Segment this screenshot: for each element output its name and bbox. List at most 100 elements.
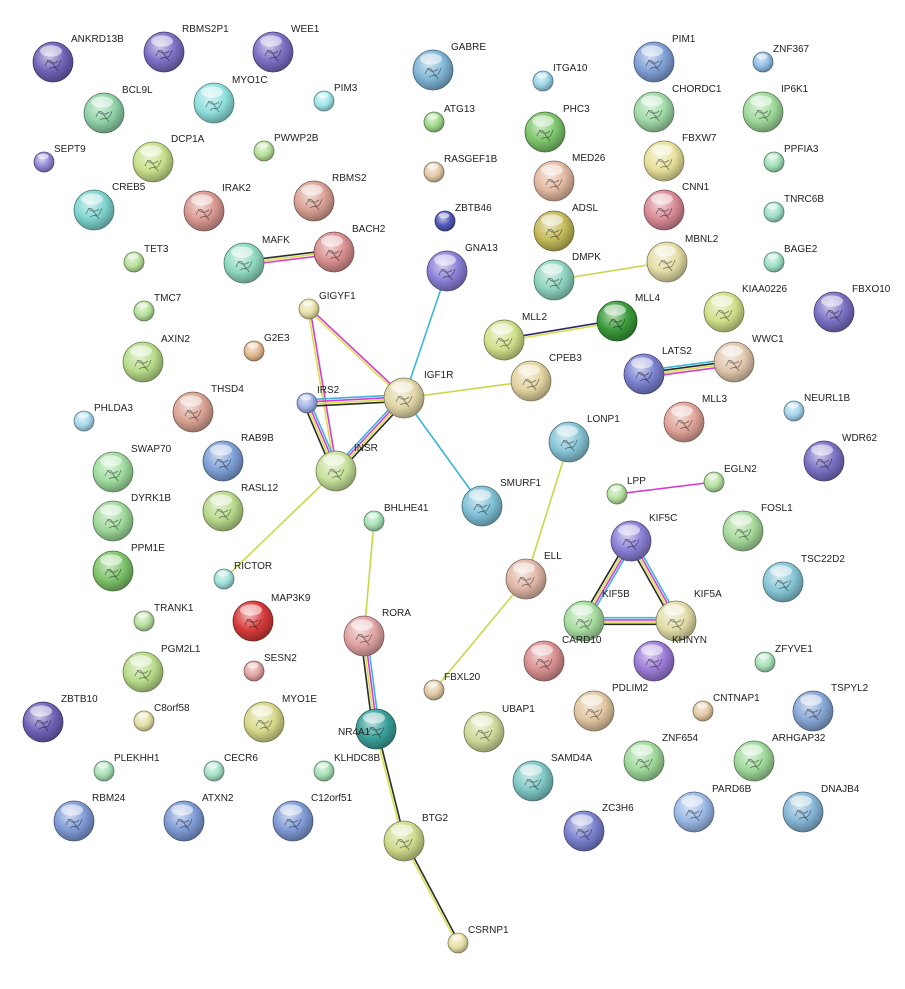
- node-kif5b[interactable]: KIF5B: [563, 589, 630, 642]
- node-cecr6[interactable]: CECR6: [203, 753, 258, 782]
- node-fbxo10[interactable]: FBXO10: [813, 284, 891, 333]
- node-igf1r[interactable]: IGF1R: [383, 370, 453, 419]
- node-cpeb3[interactable]: CPEB3: [510, 353, 582, 402]
- edge-lpp-egln2[interactable]: [616, 481, 715, 495]
- node-pim3[interactable]: PIM3: [313, 83, 358, 112]
- node-kif5a[interactable]: KIF5A: [655, 589, 722, 642]
- node-card10[interactable]: CARD10: [523, 635, 602, 682]
- node-trank1[interactable]: TRANK1: [133, 603, 194, 632]
- edge-ell-fbxl20[interactable]: [433, 578, 527, 691]
- node-ell[interactable]: ELL: [505, 551, 562, 600]
- node-ppm1e[interactable]: PPM1E: [92, 543, 165, 592]
- edge-gigyf1-igf1r[interactable]: [307, 307, 406, 400]
- node-ankrd13b[interactable]: ANKRD13B: [32, 34, 124, 83]
- node-tet3[interactable]: TET3: [123, 244, 169, 273]
- node-nr4a1[interactable]: NR4A1: [338, 708, 397, 750]
- node-pdlim2[interactable]: PDLIM2: [573, 683, 649, 732]
- node-axin2[interactable]: AXIN2: [122, 334, 190, 383]
- node-mbnl2[interactable]: MBNL2: [646, 234, 719, 283]
- node-cnn1[interactable]: CNN1: [643, 182, 710, 231]
- node-khnyn[interactable]: KHNYN: [633, 635, 707, 682]
- node-dnajb4[interactable]: DNAJB4: [782, 784, 860, 833]
- node-znf367[interactable]: ZNF367: [752, 44, 810, 73]
- node-insr[interactable]: INSR: [315, 443, 378, 492]
- node-c8orf58[interactable]: C8orf58: [133, 703, 190, 732]
- node-lats2[interactable]: LATS2: [623, 346, 692, 395]
- node-g2e3[interactable]: G2E3: [243, 333, 290, 362]
- node-tmc7[interactable]: TMC7: [133, 293, 182, 322]
- node-atxn2[interactable]: ATXN2: [163, 793, 234, 842]
- node-bcl9l[interactable]: BCL9L: [83, 85, 153, 134]
- node-fosl1[interactable]: FOSL1: [722, 503, 793, 552]
- node-zbtb10[interactable]: ZBTB10: [22, 694, 98, 743]
- node-zc3h6[interactable]: ZC3H6: [563, 803, 634, 852]
- edge-gigyf1-insr[interactable]: [307, 308, 338, 472]
- node-egln2[interactable]: EGLN2: [703, 464, 757, 493]
- node-fbxw7[interactable]: FBXW7: [643, 133, 717, 182]
- node-mll3[interactable]: MLL3: [663, 394, 727, 443]
- node-mafk[interactable]: MAFK: [223, 235, 290, 284]
- node-irs2[interactable]: IRS2: [296, 385, 340, 414]
- node-dyrk1b[interactable]: DYRK1B: [92, 493, 171, 542]
- node-pim1[interactable]: PIM1: [633, 34, 696, 83]
- node-kiaa0226[interactable]: KIAA0226: [703, 284, 787, 333]
- node-c12orf51[interactable]: C12orf51: [272, 793, 353, 842]
- node-swap70[interactable]: SWAP70: [92, 444, 172, 493]
- node-wwc1[interactable]: WWC1: [713, 334, 784, 383]
- node-arhgap32[interactable]: ARHGAP32: [733, 733, 826, 782]
- edge-gna13-igf1r[interactable]: [403, 270, 448, 399]
- node-dcp1a[interactable]: DCP1A: [132, 134, 205, 183]
- node-med26[interactable]: MED26: [533, 153, 606, 202]
- node-plekhh1[interactable]: PLEKHH1: [93, 753, 160, 782]
- node-dmpk[interactable]: DMPK: [533, 252, 601, 301]
- node-rictor[interactable]: RICTOR: [213, 561, 272, 590]
- node-sesn2[interactable]: SESN2: [243, 653, 297, 682]
- node-btg2[interactable]: BTG2: [383, 813, 449, 862]
- node-ubap1[interactable]: UBAP1: [463, 704, 535, 753]
- node-gigyf1[interactable]: GIGYF1: [298, 291, 356, 320]
- node-rbms2p1[interactable]: RBMS2P1: [143, 24, 229, 73]
- node-ip6k1[interactable]: IP6K1: [742, 84, 809, 133]
- node-klhdc8b[interactable]: KLHDC8B: [313, 753, 380, 782]
- node-thsd4[interactable]: THSD4: [172, 384, 244, 433]
- node-fbxl20[interactable]: FBXL20: [423, 672, 481, 701]
- node-rora[interactable]: RORA: [343, 608, 411, 657]
- node-tspyl2[interactable]: TSPYL2: [792, 683, 869, 732]
- node-pard6b[interactable]: PARD6B: [673, 784, 752, 833]
- node-sept9[interactable]: SEPT9: [33, 144, 86, 173]
- node-phc3[interactable]: PHC3: [524, 104, 590, 153]
- node-myo1c[interactable]: MYO1C: [193, 75, 268, 124]
- node-gna13[interactable]: GNA13: [426, 243, 498, 292]
- node-cntnap2[interactable]: CNTNAP1: [692, 693, 760, 722]
- node-mll2[interactable]: MLL2: [483, 312, 547, 361]
- node-smurf1[interactable]: SMURF1: [461, 478, 542, 527]
- node-neurl1b[interactable]: NEURL1B: [783, 393, 850, 422]
- node-bach2[interactable]: BACH2: [313, 224, 386, 273]
- node-myo1e[interactable]: MYO1E: [243, 694, 317, 743]
- node-znf654[interactable]: ZNF654: [623, 733, 699, 782]
- node-samd4a[interactable]: SAMD4A: [512, 753, 592, 802]
- node-tnrc6b[interactable]: TNRC6B: [763, 194, 824, 223]
- node-pwwp2b[interactable]: PWWP2B: [253, 133, 319, 162]
- node-tsc22d2[interactable]: TSC22D2: [762, 554, 845, 603]
- node-ppfia3[interactable]: PPFIA3: [763, 144, 819, 173]
- node-lonp1[interactable]: LONP1: [548, 414, 620, 463]
- node-kif5c[interactable]: KIF5C: [610, 513, 677, 562]
- node-lpp[interactable]: LPP: [606, 476, 646, 505]
- node-creb5[interactable]: CREB5: [73, 182, 146, 231]
- edge-igf1r-smurf1[interactable]: [403, 397, 483, 507]
- node-atg13[interactable]: ATG13: [423, 104, 475, 133]
- node-wdr62[interactable]: WDR62: [803, 433, 877, 482]
- node-pgm2l1[interactable]: PGM2L1: [122, 644, 201, 693]
- node-rab9b[interactable]: RAB9B: [202, 433, 274, 482]
- node-phlda3[interactable]: PHLDA3: [73, 403, 133, 432]
- node-csrnp1[interactable]: CSRNP1: [447, 925, 509, 954]
- edge-igf1r-cpeb3[interactable]: [403, 380, 532, 399]
- edge-lonp1-ell[interactable]: [525, 441, 570, 580]
- node-bhlhe41[interactable]: BHLHE41: [363, 503, 429, 532]
- node-mll4[interactable]: MLL4: [596, 293, 660, 342]
- node-gabre[interactable]: GABRE: [412, 42, 486, 91]
- node-rbm24[interactable]: RBM24: [53, 793, 126, 842]
- node-zfyve1[interactable]: ZFYVE1: [754, 644, 813, 673]
- node-rasl12[interactable]: RASL12: [202, 483, 279, 532]
